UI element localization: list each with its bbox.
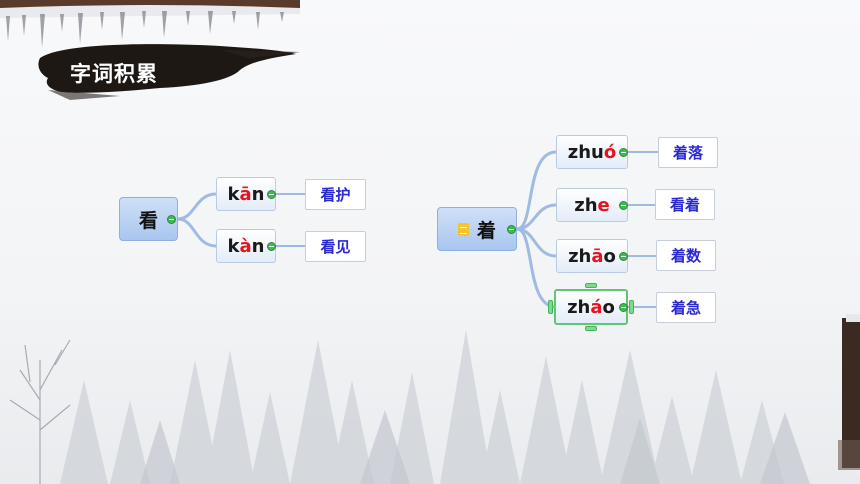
word-node[interactable]: 看着 [655, 189, 715, 220]
word-node[interactable]: 看见 [305, 231, 366, 262]
pinyin-text: kān [227, 183, 265, 205]
collapse-toggle-icon[interactable] [267, 190, 276, 199]
pinyin-text: kàn [227, 235, 265, 257]
word-node[interactable]: 着急 [656, 292, 716, 323]
collapse-toggle-icon[interactable] [619, 148, 628, 157]
pinyin-text: zhāo [568, 245, 616, 267]
collapse-toggle-icon[interactable] [507, 225, 516, 234]
collapse-toggle-icon[interactable] [267, 242, 276, 251]
pinyin-text: zhuó [567, 141, 617, 163]
resize-handle-bottom[interactable] [585, 326, 597, 331]
pinyin-node-zhe0[interactable]: zhe [556, 188, 628, 222]
roof-eaves [0, 0, 300, 48]
forest-silhouette [60, 330, 784, 484]
collapse-toggle-icon[interactable] [619, 252, 628, 261]
wooden-post [838, 314, 860, 470]
bare-tree [9, 339, 71, 484]
pinyin-text: zhe [574, 194, 610, 216]
connector-lines [177, 150, 658, 309]
resize-handle-top[interactable] [585, 283, 597, 288]
root-node-zhe[interactable]: 着 [437, 207, 517, 251]
pinyin-text: zháo [567, 296, 615, 318]
resize-handle-right[interactable] [629, 300, 634, 314]
document-icon [457, 222, 469, 236]
collapse-toggle-icon[interactable] [619, 303, 628, 312]
collapse-toggle-icon[interactable] [619, 201, 628, 210]
pinyin-node-kan4[interactable]: kàn [216, 229, 276, 263]
pinyin-node-zhao2-selected[interactable]: zháo [554, 289, 628, 325]
word-node[interactable]: 着落 [658, 137, 718, 168]
pinyin-node-zhao1[interactable]: zhāo [556, 239, 628, 273]
word-node[interactable]: 看护 [305, 179, 366, 210]
root-label: 着 [476, 219, 496, 242]
pinyin-node-kan1[interactable]: kān [216, 177, 276, 211]
root-label: 看 [138, 209, 158, 232]
pinyin-node-zhuo2[interactable]: zhuó [556, 135, 628, 169]
word-node[interactable]: 着数 [656, 240, 716, 271]
collapse-toggle-icon[interactable] [167, 215, 176, 224]
resize-handle-left[interactable] [548, 300, 553, 314]
section-title: 字词积累 [70, 62, 158, 86]
title-brush-stroke [38, 44, 300, 100]
